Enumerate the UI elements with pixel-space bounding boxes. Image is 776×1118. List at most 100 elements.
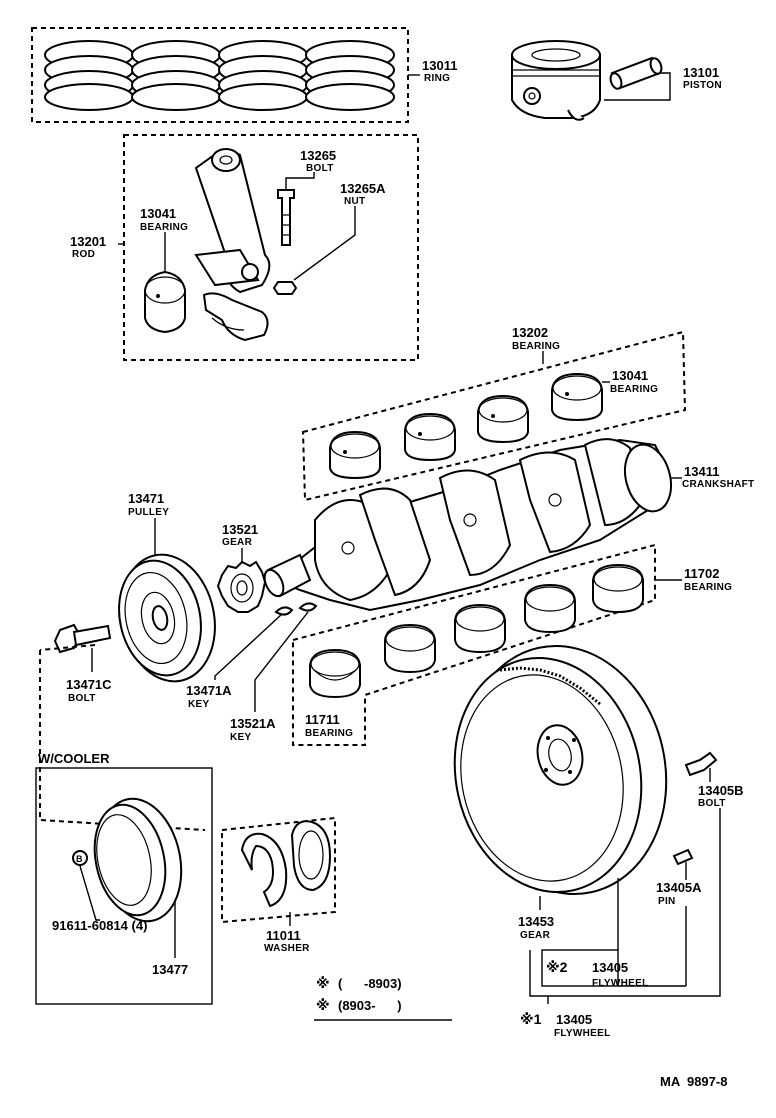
flywheel-2-box (541, 949, 619, 987)
cooler-pulley-group: W/COOLER B 91611-60814 (4) 13477 (35, 751, 213, 1005)
cooler-bolt-badge (72, 850, 88, 866)
upper-bearing-name: BEARING (610, 384, 658, 395)
thrust-washer-2 (290, 820, 332, 892)
upper-bearings-bounding-box (301, 330, 687, 502)
flywheel-bolt-name: BOLT (698, 798, 726, 809)
pulley-bolt-number: 13471C (66, 677, 112, 692)
pulley-name: PULLEY (128, 507, 169, 518)
crankshaft-group: 13411 CRANKSHAFT (263, 438, 754, 612)
legend-mark-2: ※ (316, 997, 330, 1013)
washer-group: 11011 WASHER (221, 816, 336, 954)
ring-gear-name: GEAR (520, 930, 551, 941)
pulley-key-number: 13471A (186, 683, 232, 698)
flywheel-1-number: 13405 (556, 1012, 592, 1027)
cooler-label: W/COOLER (38, 751, 110, 766)
figure-code: MA 9897-8 (660, 1074, 727, 1089)
thrust-bearing-name: BEARING (305, 728, 353, 739)
nut-name: NUT (344, 196, 365, 207)
rod-name: ROD (72, 249, 95, 260)
gear-key (298, 602, 318, 612)
rod-bounding-box (123, 134, 419, 361)
rod-nut (272, 281, 298, 295)
rod-bearing-shell (144, 270, 186, 334)
lower-main-bearings-group: 11702 BEARING 11711 BEARING (292, 543, 732, 746)
gear-name: GEAR (222, 537, 253, 548)
piston-number: 13101 (683, 65, 719, 80)
ring-set-4 (305, 40, 395, 111)
washer-number: 11011 (266, 928, 301, 943)
lower-bearing-number: 11702 (684, 566, 719, 581)
upper-main-bearings-group: 13202 BEARING 13041 BEARING (301, 325, 687, 502)
rod-number: 13201 (70, 234, 106, 249)
legend-mark-1: ※ (316, 975, 330, 991)
rod-bolt (277, 189, 295, 246)
upper-bearing-set-number: 13202 (512, 325, 548, 340)
rod-bearing-name: BEARING (140, 222, 188, 233)
lower-bearing-shell-1 (384, 623, 436, 674)
thrust-washer-1 (240, 832, 288, 908)
rod-cap (202, 292, 269, 342)
timing-gear-group: 13521 GEAR 13471A KEY 13521A KEY (186, 522, 318, 743)
rod-bolt-name: BOLT (306, 163, 334, 174)
rod-group: 13201 ROD 13041 BEARING 13265 BOLT 13265… (70, 134, 419, 361)
rod-bolt-number: 13265 (300, 148, 336, 163)
gear-key-name: KEY (230, 732, 251, 743)
ring-gear-number: 13453 (518, 914, 554, 929)
nut-number: 13265A (340, 181, 386, 196)
ring-set-1 (44, 40, 134, 111)
lower-bearing-shell-2 (454, 603, 506, 654)
washer-name: WASHER (264, 943, 310, 954)
pulley-bolt-shank (72, 624, 112, 647)
lower-bearing-shell-3 (524, 583, 576, 634)
timing-gear (216, 560, 267, 613)
upper-bearing-shell-3 (477, 394, 529, 444)
flywheel-2-number: 13405 (592, 960, 628, 975)
rod-bearing-number: 13041 (140, 206, 176, 221)
piston-pin-boss (523, 87, 541, 105)
crankshaft-flange (623, 443, 673, 513)
legend-range-2: (8903- ) (338, 998, 402, 1013)
legend: ※ ( -8903) ※ (8903- ) (314, 975, 452, 1021)
washer-bounding-box (221, 816, 336, 924)
rod-small-end (211, 148, 241, 172)
flywheel-group: 13453 GEAR 13405B BOLT 13405A PIN ※2 134… (453, 644, 744, 1039)
flywheel-2-mark: ※2 (546, 959, 568, 975)
lower-bearings-bounding-box (292, 543, 656, 746)
upper-bearing-shell-1 (329, 430, 381, 480)
piston-group: 13101 PISTON (511, 40, 722, 121)
thrust-bearing-shell (309, 648, 361, 699)
flywheel-2-name: FLYWHEEL (592, 978, 648, 989)
piston-rings-group: 13011 RING (31, 27, 457, 123)
pulley-group: 13471 PULLEY (118, 491, 216, 683)
flywheel-1-name: FLYWHEEL (554, 1028, 610, 1039)
upper-bearing-set-name: BEARING (512, 341, 560, 352)
lower-bearing-shell-4 (592, 563, 644, 614)
cooler-pulley-number: 13477 (152, 962, 188, 977)
legend-range-1: ( -8903) (338, 976, 402, 991)
flywheel-bolt (684, 751, 718, 777)
upper-bearing-number: 13041 (612, 368, 648, 383)
lower-bearing-name: BEARING (684, 582, 732, 593)
pulley-key (274, 606, 294, 616)
crankshaft-number: 13411 (684, 464, 719, 479)
crankshaft-name: CRANKSHAFT (682, 479, 754, 490)
crank-counterweight-3 (518, 451, 592, 554)
pulley-bolt-name: BOLT (68, 693, 96, 704)
cooler-box (35, 767, 213, 1005)
pulley-key-name: KEY (188, 699, 209, 710)
upper-bearing-shell-4 (551, 372, 603, 422)
pulley-number: 13471 (128, 491, 164, 506)
cooler-bolt-number: 91611-60814 (4) (52, 918, 147, 933)
piston-crown (511, 40, 601, 70)
flywheel-bolt-number: 13405B (698, 783, 744, 798)
ring-set-2 (131, 40, 221, 111)
ring-set-3 (218, 40, 308, 111)
ring-name: RING (424, 73, 450, 84)
gear-key-number: 13521A (230, 716, 276, 731)
upper-bearing-shell-2 (404, 412, 456, 462)
pulley-hub (151, 605, 169, 631)
thrust-bearing-number: 11711 (305, 712, 340, 727)
flywheel-pin (672, 848, 694, 866)
pin-name: PIN (658, 896, 676, 907)
